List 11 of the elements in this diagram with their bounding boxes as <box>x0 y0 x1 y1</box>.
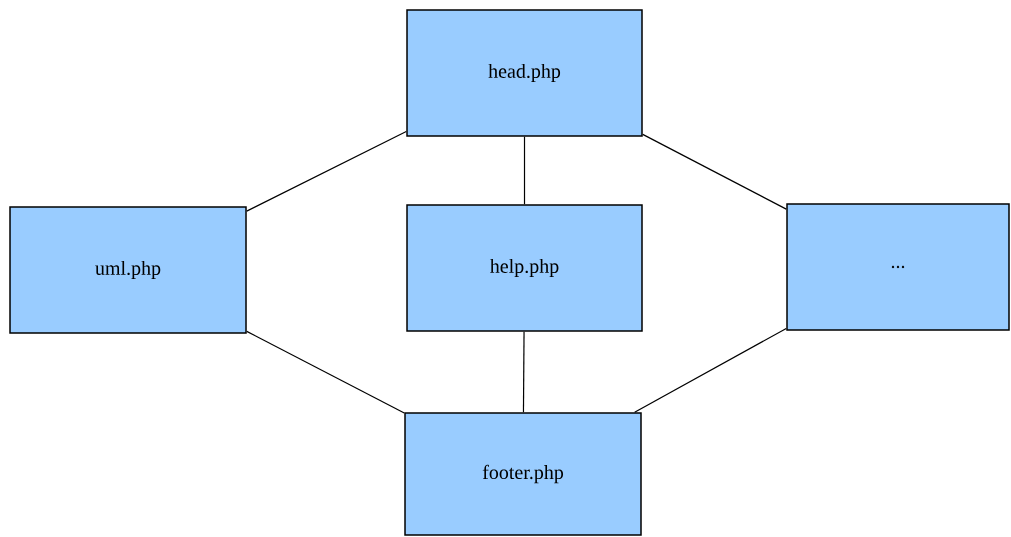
process-box: ... <box>786 203 1010 331</box>
connector-line <box>246 330 405 414</box>
process-box: help.php <box>406 204 643 332</box>
process-box: footer.php <box>404 412 642 536</box>
connector-line <box>246 130 407 212</box>
connector-line <box>522 331 525 413</box>
connector-line <box>642 133 787 210</box>
connector-line <box>523 136 526 205</box>
process-box: uml.php <box>9 206 247 334</box>
connector-line <box>634 327 787 413</box>
process-box: head.php <box>406 9 643 137</box>
